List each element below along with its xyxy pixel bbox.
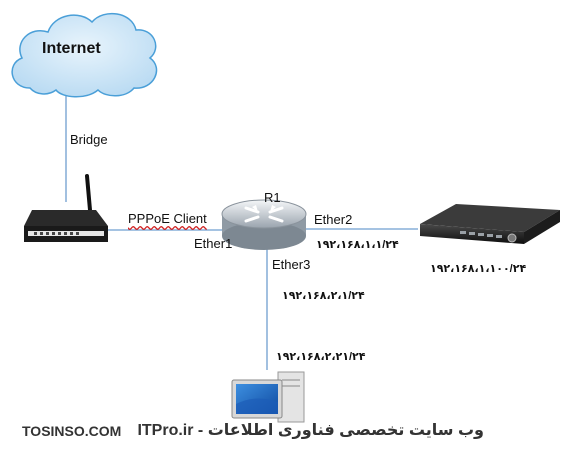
watermark-left: TOSINSO.COM (22, 423, 122, 439)
internet-label: Internet (42, 40, 101, 57)
bridge-label: Bridge (70, 132, 108, 147)
dvr-ip-label: ۱۹۲،۱۶۸،۱،۱۰۰/۲۴ (430, 263, 527, 275)
ether1-label: Ether1 (194, 236, 233, 251)
ether3-ip-label: ۱۹۲،۱۶۸،۲،۱/۲۴ (282, 290, 365, 302)
ether2-label: Ether2 (314, 212, 353, 227)
ether3-label: Ether3 (272, 257, 311, 272)
modem-icon (24, 174, 108, 242)
router-icon (221, 199, 307, 250)
pppoe-label: PPPoE Client (128, 211, 207, 226)
pc-ip-label: ۱۹۲،۱۶۸،۲،۲۱/۲۴ (276, 351, 366, 363)
links (65, 95, 418, 370)
ether2-ip-label: ۱۹۲،۱۶۸،۱،۱/۲۴ (316, 239, 399, 251)
internet-cloud-icon (11, 12, 158, 98)
watermark-right: وب سایت تخصصی فناوری اطلاعات - ITPro.ir (137, 422, 484, 439)
pc-icon (231, 371, 305, 423)
router-label: R1 (264, 190, 281, 205)
dvr-icon (420, 204, 560, 244)
